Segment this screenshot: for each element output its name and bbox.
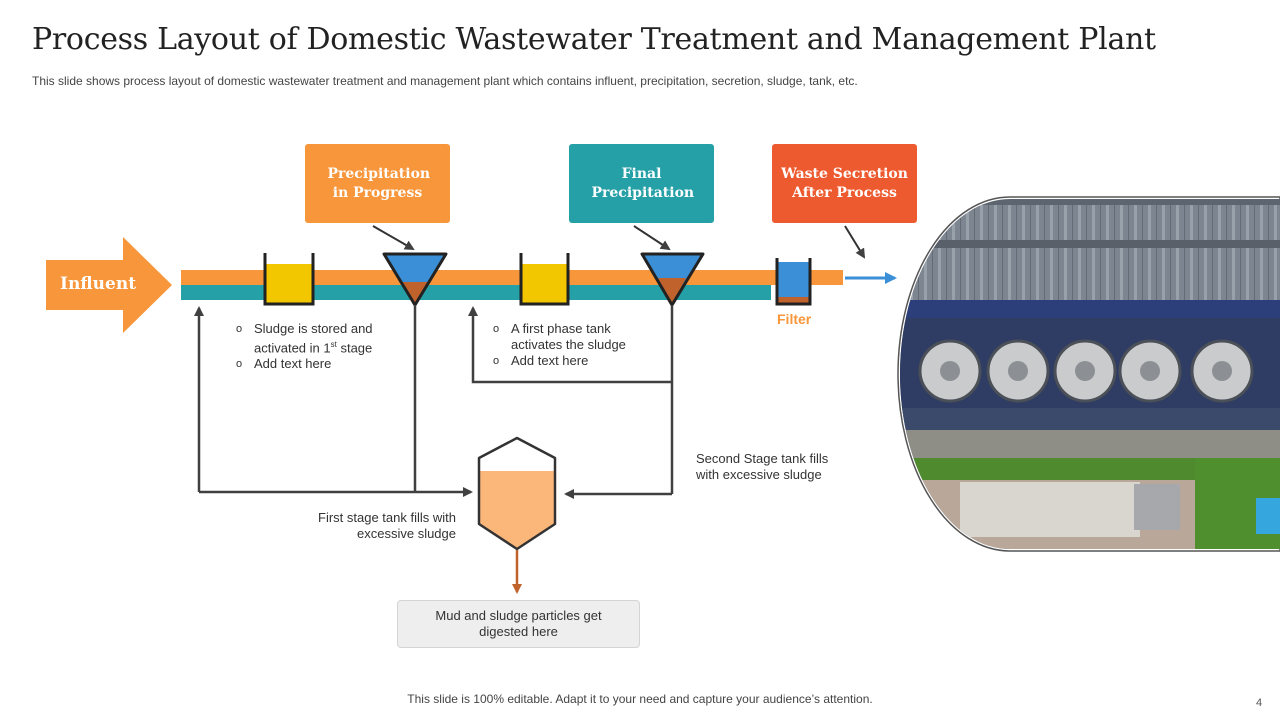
pointer-waste: [844, 225, 866, 259]
pointer-precipitation: [372, 225, 415, 250]
influent-label: Influent: [60, 274, 137, 294]
callout-waste-secretion: Waste Secretion After Process: [772, 144, 917, 223]
digestion-note: Mud and sludge particles get digested he…: [435, 608, 602, 639]
callout-precipitation-in-progress: Precipitation in Progress: [305, 144, 450, 223]
digestion-note-box: Mud and sludge particles get digested he…: [397, 600, 640, 648]
stage-2-bullet: Add text here: [491, 353, 641, 369]
callout-final-precipitation: Final Precipitation: [569, 144, 714, 223]
filter-label: Filter: [777, 311, 812, 327]
second-stage-return-line: [468, 305, 674, 499]
stage-1-bullet-list: Sludge is stored and activated in 1st st…: [234, 321, 384, 372]
tank-1-icon: [263, 253, 315, 306]
page-subtitle: This slide shows process layout of domes…: [32, 74, 858, 88]
second-stage-note: Second Stage tank fills with excessive s…: [696, 451, 829, 482]
stage-2-bullet: A first phase tank activates the sludge: [491, 321, 641, 353]
funnel-1-icon: [382, 252, 448, 307]
footer-text: This slide is 100% editable. Adapt it to…: [407, 692, 873, 706]
filter-icon: [775, 258, 812, 306]
stage-1-bullet: Add text here: [234, 356, 384, 372]
pointer-final: [633, 225, 671, 251]
funnel-2-icon: [640, 252, 705, 307]
tank-2-icon: [519, 253, 570, 306]
page-title: Process Layout of Domestic Wastewater Tr…: [32, 22, 1156, 57]
stage-2-bullet-list: A first phase tank activates the sludge …: [491, 321, 641, 369]
sludge-digester-tank-icon: [477, 436, 557, 551]
first-stage-return-line: [194, 305, 473, 497]
first-stage-note: First stage tank fills with excessive sl…: [318, 510, 456, 541]
page-number: 4: [1256, 697, 1263, 709]
aerial-plant-photo: [897, 196, 1280, 552]
stage-1-bullet: Sludge is stored and activated in 1st st…: [234, 321, 384, 356]
pipe-teal: [181, 285, 771, 300]
influent-arrow: [46, 237, 172, 333]
